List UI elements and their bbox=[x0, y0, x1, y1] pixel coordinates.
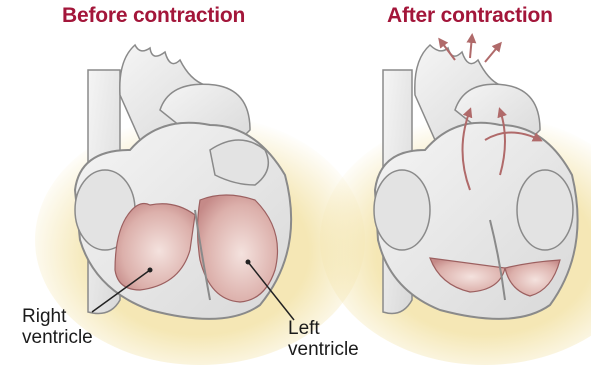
label-left-ventricle: Left ventricle bbox=[288, 318, 359, 360]
label-right-ventricle: Right ventricle bbox=[22, 306, 93, 348]
heart-after bbox=[320, 36, 591, 365]
